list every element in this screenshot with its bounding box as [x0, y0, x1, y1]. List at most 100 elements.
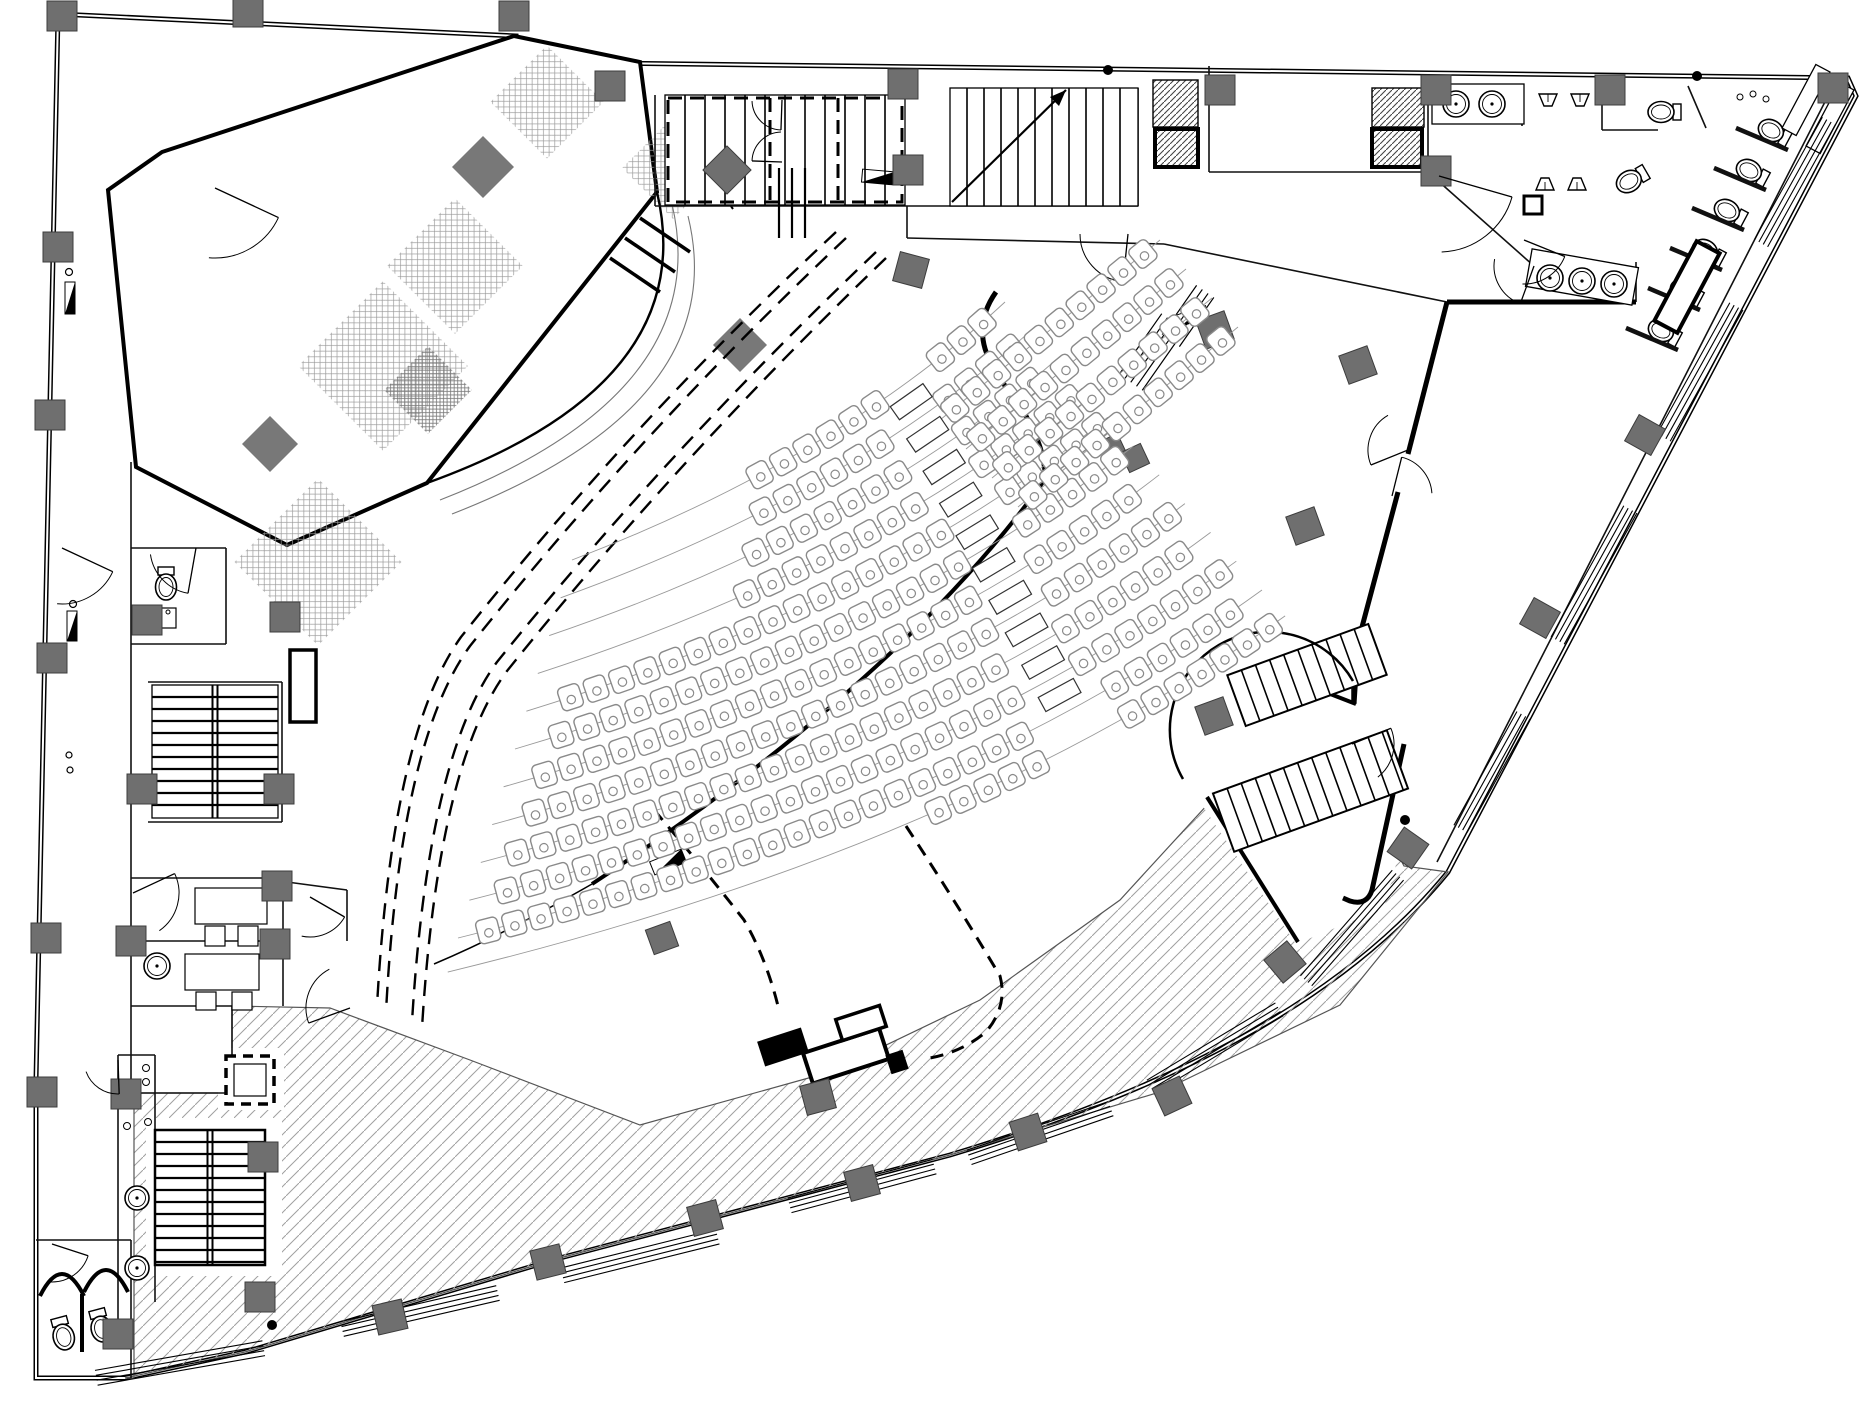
seat-cushion: [1180, 640, 1191, 650]
urinal: [1537, 93, 1559, 107]
seat: [658, 646, 687, 676]
seat-cushion: [784, 647, 795, 658]
seat: [1049, 353, 1080, 384]
seat-cushion: [1102, 511, 1112, 522]
door-arc: [208, 217, 279, 259]
window-band: [1300, 869, 1404, 987]
seat-cushion: [1154, 389, 1165, 400]
band-line: [1149, 1006, 1279, 1085]
seat-cushion: [1113, 423, 1123, 434]
band-line: [1462, 716, 1527, 831]
structural-column: [1008, 1112, 1048, 1152]
seat-cushion: [658, 841, 668, 852]
seat-cushion: [565, 835, 575, 845]
door-swing: [132, 872, 180, 932]
aisle-step-rect: [922, 448, 967, 486]
seat-cushion: [1016, 733, 1026, 744]
seat-cushion: [608, 715, 619, 726]
seat-cushion: [1124, 496, 1134, 506]
seat: [1068, 514, 1098, 545]
stall-partition: [1691, 205, 1745, 233]
seat: [967, 307, 997, 338]
door-arc: [751, 101, 781, 131]
stall-arch: [82, 1268, 130, 1293]
seat: [768, 446, 798, 477]
stair-tread: [1381, 731, 1405, 791]
seat: [1097, 585, 1127, 616]
band-line: [1559, 510, 1634, 643]
seat: [1204, 559, 1234, 589]
seat: [1021, 749, 1051, 780]
sink-drain: [1580, 279, 1584, 283]
seat-cushion: [977, 434, 988, 444]
seat-cushion: [792, 605, 803, 616]
seat-cushion: [847, 499, 858, 510]
structural-column: [1386, 826, 1430, 870]
seat: [878, 545, 908, 575]
seat-cushion: [785, 796, 796, 807]
seat: [531, 760, 559, 789]
seat: [997, 761, 1026, 792]
seat: [834, 723, 863, 753]
seat-cushion: [743, 627, 754, 638]
aisle-step-rect: [1037, 677, 1082, 713]
band-line: [96, 1350, 265, 1381]
seat-cushion: [691, 867, 701, 877]
seat-cushion: [830, 469, 840, 480]
seat: [1074, 599, 1104, 630]
seat-cushion: [910, 744, 920, 755]
sink-drain: [1490, 102, 1494, 106]
apron-step: [451, 215, 695, 515]
door-leaf: [1523, 239, 1566, 258]
door-swing: [208, 187, 279, 259]
seat-cushion: [502, 888, 513, 898]
seat: [847, 601, 877, 631]
seat: [819, 457, 849, 487]
door-leaf: [51, 1243, 89, 1257]
structural-column: [892, 154, 924, 186]
seat: [745, 459, 774, 490]
seat-cushion: [1022, 520, 1033, 530]
stair-tread: [1254, 664, 1275, 717]
west-stair: [151, 684, 279, 819]
seat-cushion: [885, 755, 896, 766]
seat-cushion: [957, 642, 968, 653]
band-line: [1656, 302, 1731, 435]
band-line: [340, 1285, 497, 1323]
seat-cushion: [1078, 658, 1089, 669]
structural-column: [594, 70, 626, 102]
structural-column: [529, 1243, 567, 1281]
seat-cushion: [776, 537, 786, 548]
door-swing: [301, 896, 346, 938]
toilet-bowl-inner: [1761, 122, 1781, 139]
shaft-dashed: [224, 1054, 276, 1106]
band-line: [1754, 116, 1823, 240]
seat: [1180, 297, 1210, 327]
toilet: [49, 1314, 76, 1351]
seat: [883, 701, 912, 731]
stair-frame: [1211, 728, 1410, 854]
plan-layers: [26, 0, 1859, 1386]
fixture-dot: [1736, 93, 1744, 101]
seat-cushion: [819, 745, 830, 756]
seat: [806, 582, 836, 612]
seat-cushion: [1174, 683, 1184, 694]
seat: [725, 803, 753, 833]
marker-circle: [65, 751, 73, 759]
door-swing: [1493, 258, 1535, 305]
seat-cushion: [794, 755, 805, 766]
toilet-bowl-inner: [1717, 202, 1737, 219]
seat: [900, 732, 929, 762]
structural-column: [371, 1298, 409, 1336]
survey-dot: [1692, 71, 1702, 81]
seat: [860, 390, 890, 420]
stair-tread: [1268, 659, 1289, 711]
aisle-step: [1020, 644, 1066, 681]
seat: [607, 665, 636, 695]
stage-diamond-column: [242, 416, 298, 472]
window-band: [1550, 505, 1638, 645]
structural-column: [259, 928, 291, 960]
door-leaf: [751, 160, 783, 163]
seat: [813, 500, 843, 531]
seat: [973, 773, 1002, 803]
